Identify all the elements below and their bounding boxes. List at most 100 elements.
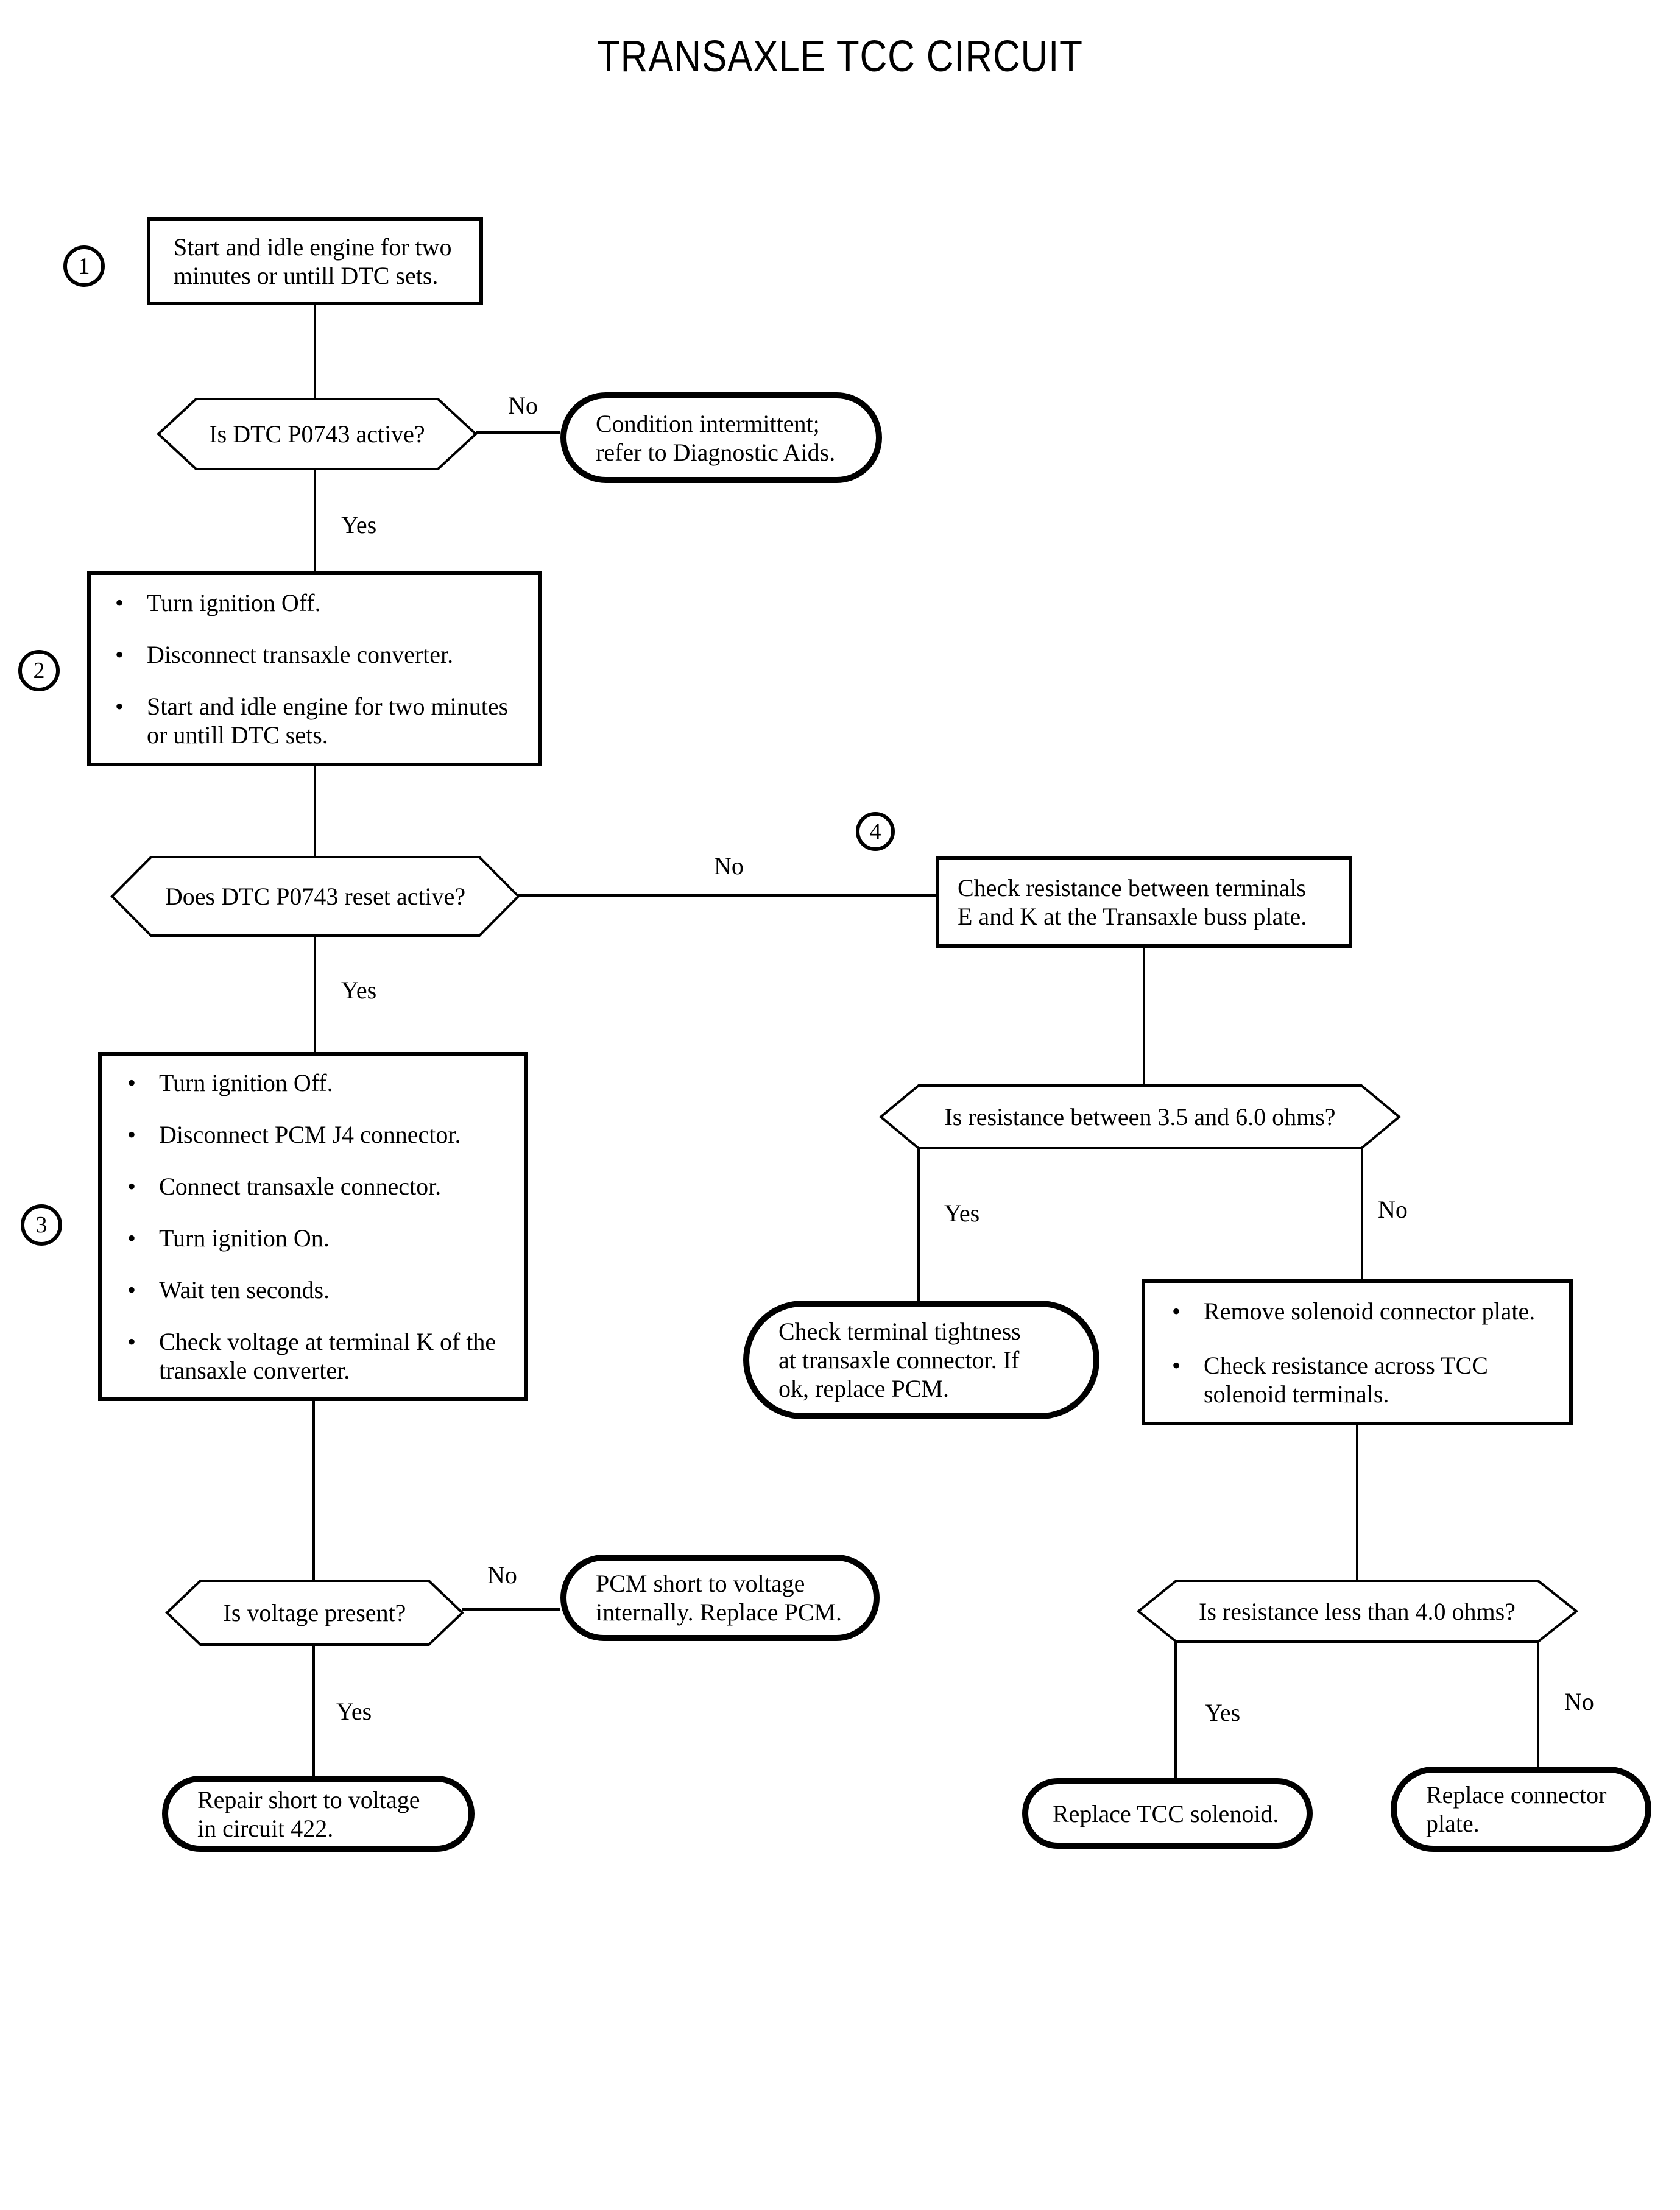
branch-label-no: No: [1378, 1196, 1408, 1223]
bullet-text: Check voltage at terminal K of the trans…: [159, 1328, 496, 1384]
hexagon-shape: [110, 856, 520, 937]
bullet-text: Turn ignition On.: [159, 1224, 330, 1252]
list-item: • Wait ten seconds.: [127, 1276, 496, 1304]
terminal-repair-short: Repair short to voltage in circuit 422.: [162, 1776, 475, 1852]
terminal-condition-intermittent: Condition intermittent; refer to Diagnos…: [560, 392, 882, 483]
decision-resistance-range: Is resistance between 3.5 and 6.0 ohms?: [879, 1084, 1401, 1150]
list-item: • Turn ignition Off.: [127, 1068, 496, 1097]
connector-box3-to-voltage-present: [312, 1401, 315, 1581]
bullet-icon: •: [127, 1224, 136, 1252]
branch-label-yes: Yes: [1205, 1699, 1241, 1726]
connector-resistance-range-no: [1361, 1148, 1363, 1279]
terminal-text: Replace connector plate.: [1426, 1781, 1607, 1837]
terminal-text: Check terminal tightness at transaxle co…: [778, 1318, 1021, 1402]
decision-text: Is voltage present?: [223, 1599, 406, 1626]
branch-label-yes: Yes: [944, 1199, 980, 1227]
step-circle-4: 4: [856, 812, 895, 851]
process-box-start-idle-engine: Start and idle engine for two minutes or…: [147, 217, 483, 305]
connector-dtc-active-yes: [314, 469, 316, 571]
connector-box1-to-dtc-active: [314, 305, 316, 399]
process-box-remove-solenoid: • Remove solenoid connector plate. • Che…: [1142, 1279, 1573, 1425]
list-item: • Check resistance across TCC solenoid t…: [1172, 1351, 1535, 1408]
process-box-step2: • Turn ignition Off. • Disconnect transa…: [87, 571, 542, 766]
connector-dtc-reset-yes: [314, 936, 316, 1052]
branch-label-no: No: [508, 392, 538, 419]
list-item: • Turn ignition On.: [127, 1224, 496, 1252]
terminal-replace-tcc-solenoid: Replace TCC solenoid.: [1022, 1778, 1313, 1849]
bullet-text: Turn ignition Off.: [147, 589, 321, 616]
step-number: 1: [78, 253, 90, 279]
decision-dtc-active: Is DTC P0743 active?: [157, 397, 478, 471]
bullet-icon: •: [127, 1276, 136, 1304]
terminal-check-terminal-tightness: Check terminal tightness at transaxle co…: [743, 1301, 1099, 1419]
process-box-check-resistance: Check resistance between terminals E and…: [936, 856, 1352, 948]
list-item: • Turn ignition Off.: [115, 588, 508, 617]
hexagon-shape: [1137, 1580, 1578, 1643]
decision-text: Is resistance between 3.5 and 6.0 ohms?: [944, 1103, 1336, 1131]
connector-resistance-range-yes: [917, 1148, 920, 1301]
hexagon-shape: [165, 1580, 464, 1646]
decision-resistance-less: Is resistance less than 4.0 ohms?: [1137, 1579, 1578, 1643]
connector-resistance-less-no: [1537, 1642, 1539, 1767]
list-item: • Check voltage at terminal K of the tra…: [127, 1327, 496, 1385]
step-number: 2: [33, 658, 45, 683]
bullet-text: Start and idle engine for two minutes or…: [147, 693, 509, 749]
bullet-text: Connect transaxle connector.: [159, 1173, 442, 1200]
process-box-step3: • Turn ignition Off. • Disconnect PCM J4…: [98, 1052, 528, 1401]
process-text: Check resistance between terminals E and…: [958, 874, 1307, 930]
bullet-icon: •: [1172, 1351, 1181, 1379]
bullet-icon: •: [115, 641, 124, 668]
connector-box5-to-resistance-less: [1356, 1425, 1358, 1581]
bullet-icon: •: [115, 693, 124, 720]
branch-label-no: No: [487, 1561, 517, 1589]
connector-dtc-active-no: [476, 431, 560, 434]
connector-voltage-present-yes: [312, 1645, 315, 1776]
terminal-text: PCM short to voltage internally. Replace…: [596, 1570, 842, 1626]
branch-label-yes: Yes: [336, 1698, 372, 1725]
connector-box2-to-dtc-reset: [314, 766, 316, 857]
decision-text: Is DTC P0743 active?: [209, 420, 425, 448]
list-item: • Disconnect transaxle converter.: [115, 640, 508, 669]
branch-label-yes: Yes: [341, 976, 377, 1004]
connector-box4-to-resistance-range: [1143, 948, 1145, 1086]
decision-text: Does DTC P0743 reset active?: [164, 883, 466, 910]
bullet-text: Disconnect PCM J4 connector.: [159, 1121, 461, 1148]
bullet-icon: •: [127, 1069, 136, 1096]
page-title: TRANSAXLE TCC CIRCUIT: [597, 32, 1083, 81]
connector-voltage-present-no: [462, 1608, 560, 1611]
bullet-icon: •: [127, 1173, 136, 1200]
connector-resistance-less-yes: [1174, 1642, 1177, 1778]
bullet-text: Wait ten seconds.: [159, 1276, 330, 1304]
bullet-text: Turn ignition Off.: [159, 1069, 333, 1096]
list-item: • Connect transaxle connector.: [127, 1172, 496, 1201]
branch-label-no: No: [714, 852, 744, 880]
step-circle-1: 1: [63, 245, 105, 287]
terminal-text: Replace TCC solenoid.: [1053, 1799, 1279, 1827]
terminal-text: Condition intermittent; refer to Diagnos…: [596, 409, 836, 466]
list-item: • Disconnect PCM J4 connector.: [127, 1120, 496, 1149]
terminal-replace-connector-plate: Replace connector plate.: [1391, 1767, 1651, 1852]
bullet-text: Check resistance across TCC solenoid ter…: [1204, 1351, 1488, 1408]
step-circle-2: 2: [18, 650, 60, 691]
decision-text: Is resistance less than 4.0 ohms?: [1199, 1597, 1516, 1625]
step-number: 3: [35, 1212, 48, 1238]
bullet-icon: •: [115, 589, 124, 616]
terminal-text: Repair short to voltage in circuit 422.: [197, 1785, 420, 1842]
step-number: 4: [869, 819, 881, 844]
list-item: • Start and idle engine for two minutes …: [115, 692, 508, 749]
terminal-pcm-short: PCM short to voltage internally. Replace…: [560, 1555, 880, 1641]
decision-voltage-present: Is voltage present?: [165, 1579, 464, 1647]
bullet-icon: •: [1172, 1297, 1181, 1325]
branch-label-no: No: [1564, 1688, 1594, 1715]
hexagon-shape: [157, 398, 478, 470]
decision-dtc-reset: Does DTC P0743 reset active?: [110, 855, 520, 937]
branch-label-yes: Yes: [341, 511, 377, 538]
bullet-text: Remove solenoid connector plate.: [1204, 1297, 1536, 1325]
process-text: Start and idle engine for two minutes or…: [174, 233, 452, 289]
bullet-text: Disconnect transaxle converter.: [147, 641, 454, 668]
list-item: • Remove solenoid connector plate.: [1172, 1297, 1535, 1326]
step-circle-3: 3: [21, 1204, 62, 1246]
bullet-icon: •: [127, 1121, 136, 1148]
hexagon-shape: [879, 1084, 1401, 1149]
